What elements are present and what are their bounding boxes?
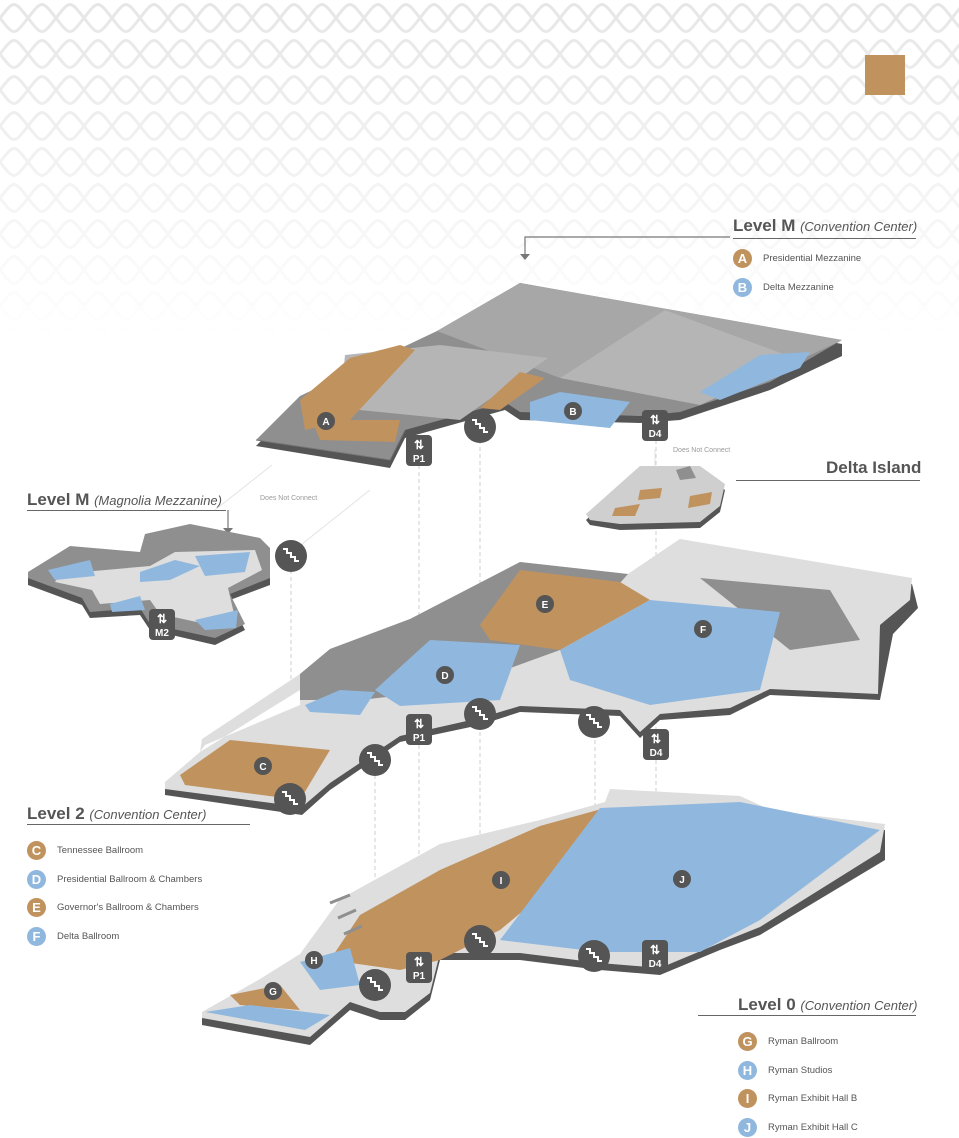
room-marker-g[interactable]: G bbox=[264, 982, 282, 1000]
legend-item-e: E Governor's Ballroom & Chambers bbox=[27, 898, 199, 917]
svg-text:P1: P1 bbox=[413, 971, 426, 982]
svg-text:D: D bbox=[441, 671, 448, 682]
legend-label: Ryman Exhibit Hall C bbox=[768, 1121, 858, 1133]
heading-level-2: Level 2 (Convention Center) bbox=[27, 804, 250, 825]
svg-text:M2: M2 bbox=[155, 628, 169, 639]
legend-label: Governor's Ballroom & Chambers bbox=[57, 902, 199, 913]
legend-item-j: J Ryman Exhibit Hall C bbox=[738, 1117, 858, 1137]
legend-label: Delta Ballroom bbox=[57, 930, 120, 942]
svg-text:C: C bbox=[259, 762, 266, 773]
svg-text:D4: D4 bbox=[649, 959, 662, 970]
svg-text:G: G bbox=[269, 987, 277, 998]
svg-text:J: J bbox=[679, 875, 685, 886]
svg-text:H: H bbox=[310, 956, 317, 967]
magnolia-mezzanine-floor bbox=[28, 524, 270, 645]
heading-delta-island: Delta Island bbox=[736, 458, 921, 481]
heading-level-m-magnolia: Level M (Magnolia Mezzanine) bbox=[27, 490, 226, 511]
stairs-icon[interactable] bbox=[274, 783, 306, 815]
corner-accent-square bbox=[865, 55, 905, 95]
legend-badge: A bbox=[733, 249, 752, 268]
legend-item-f: F Delta Ballroom bbox=[27, 926, 120, 946]
stairs-icon[interactable] bbox=[359, 744, 391, 776]
elevator-icon: ⇅ bbox=[157, 612, 167, 626]
legend-badge: E bbox=[27, 898, 46, 917]
legend-badge: D bbox=[27, 869, 46, 889]
room-marker-i[interactable]: I bbox=[492, 871, 510, 889]
room-marker-a[interactable]: A bbox=[317, 412, 335, 430]
elevator-m2[interactable]: ⇅ M2 bbox=[149, 609, 175, 640]
stairs-icon[interactable] bbox=[464, 411, 496, 443]
background-pattern bbox=[0, 0, 959, 340]
room-marker-b[interactable]: B bbox=[564, 402, 582, 420]
room-marker-h[interactable]: H bbox=[305, 951, 323, 969]
heading-level-m-convention: Level M (Convention Center) bbox=[733, 216, 917, 239]
legend-item-g: G Ryman Ballroom bbox=[738, 1032, 838, 1051]
does-not-connect-note: Does Not Connect bbox=[260, 495, 318, 502]
room-marker-d[interactable]: D bbox=[436, 666, 454, 684]
elevator-icon: ⇅ bbox=[650, 413, 660, 427]
stairs-icon[interactable] bbox=[275, 540, 307, 572]
heading-level-0: Level 0 (Convention Center) bbox=[698, 995, 917, 1016]
svg-text:P1: P1 bbox=[413, 733, 426, 744]
elevator-p1-level-0[interactable]: ⇅ P1 bbox=[406, 952, 432, 983]
elevator-p1-level-2[interactable]: ⇅ P1 bbox=[406, 714, 432, 745]
room-marker-e[interactable]: E bbox=[536, 595, 554, 613]
elevator-d4-level-0[interactable]: ⇅ D4 bbox=[642, 940, 668, 971]
legend-label: Presidential Ballroom & Chambers bbox=[57, 873, 203, 885]
elevator-icon: ⇅ bbox=[414, 955, 424, 969]
legend-item-c: C Tennessee Ballroom bbox=[27, 841, 143, 860]
svg-text:I: I bbox=[500, 876, 503, 887]
elevator-icon: ⇅ bbox=[414, 438, 424, 452]
legend-item-d: D Presidential Ballroom & Chambers bbox=[27, 869, 203, 889]
legend-label: Delta Mezzanine bbox=[763, 282, 834, 293]
legend-badge: C bbox=[27, 841, 46, 860]
legend-badge: G bbox=[738, 1032, 757, 1051]
svg-text:A: A bbox=[322, 417, 329, 428]
legend-item-b: B Delta Mezzanine bbox=[733, 278, 834, 297]
legend-item-i: I Ryman Exhibit Hall B bbox=[738, 1089, 857, 1108]
legend-label: Ryman Exhibit Hall B bbox=[768, 1093, 858, 1104]
legend-badge: H bbox=[738, 1060, 757, 1080]
legend-label: Ryman Studios bbox=[768, 1064, 833, 1076]
legend-item-a: A Presidential Mezzanine bbox=[733, 249, 861, 268]
stairs-icon[interactable] bbox=[464, 698, 496, 730]
elevator-icon: ⇅ bbox=[414, 717, 424, 731]
does-not-connect-note: Does Not Connect bbox=[673, 447, 731, 454]
elevator-icon: ⇅ bbox=[651, 732, 661, 746]
elevator-p1-level-m[interactable]: ⇅ P1 bbox=[406, 435, 432, 466]
elevator-icon: ⇅ bbox=[650, 943, 660, 957]
stairs-icon[interactable] bbox=[464, 925, 496, 957]
legend-badge: F bbox=[27, 926, 46, 946]
legend-badge: J bbox=[738, 1117, 757, 1137]
svg-text:B: B bbox=[569, 407, 576, 418]
level-2-floor bbox=[165, 539, 918, 815]
legend-label: Presidential Mezzanine bbox=[763, 253, 862, 264]
svg-text:F: F bbox=[700, 625, 706, 636]
legend-badge: B bbox=[733, 278, 752, 297]
delta-island-floor bbox=[586, 466, 725, 530]
elevator-d4-level-2[interactable]: ⇅ D4 bbox=[643, 729, 669, 760]
legend-label: Ryman Ballroom bbox=[768, 1036, 839, 1047]
legend-badge: I bbox=[738, 1089, 757, 1108]
legend-label: Tennessee Ballroom bbox=[57, 845, 144, 856]
room-marker-j[interactable]: J bbox=[673, 870, 691, 888]
stairs-icon[interactable] bbox=[359, 969, 391, 1001]
svg-text:P1: P1 bbox=[413, 454, 426, 465]
level-m-convention-floor bbox=[255, 283, 842, 468]
stairs-icon[interactable] bbox=[578, 706, 610, 738]
stairs-icon[interactable] bbox=[578, 940, 610, 972]
room-marker-f[interactable]: F bbox=[694, 620, 712, 638]
room-marker-c[interactable]: C bbox=[254, 757, 272, 775]
elevator-d4-level-m[interactable]: ⇅ D4 bbox=[642, 410, 668, 441]
svg-text:E: E bbox=[542, 600, 549, 611]
svg-text:D4: D4 bbox=[650, 748, 663, 759]
svg-text:D4: D4 bbox=[649, 429, 662, 440]
legend-item-h: H Ryman Studios bbox=[738, 1060, 833, 1080]
